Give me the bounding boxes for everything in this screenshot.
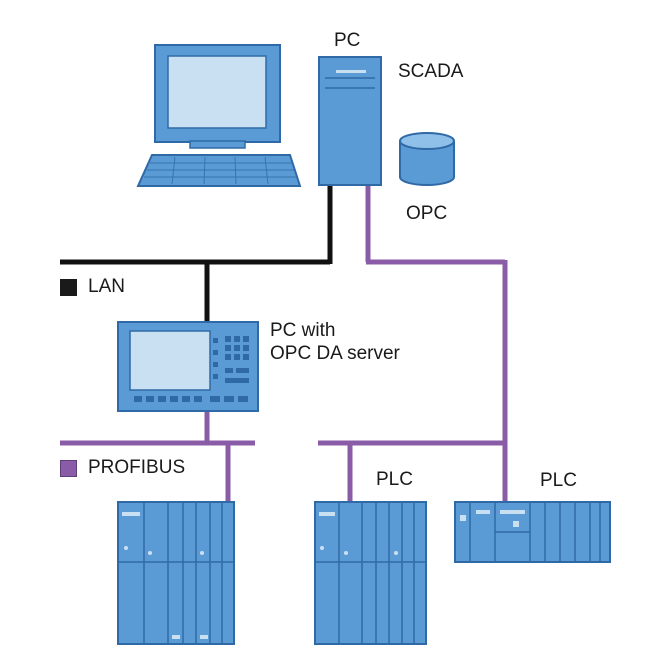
lan-lines [60,185,333,322]
plc-rack-icon [117,501,235,645]
lan-label: LAN [88,276,125,297]
profibus-lines [60,185,508,504]
plc-right-label: PLC [540,470,577,491]
pc-with-label: PC with [270,320,336,341]
profibus-label: PROFIBUS [88,457,186,478]
database-icon [399,132,455,186]
plc-middle-label: PLC [376,469,413,490]
panel-pc-icon [117,321,259,412]
opc-da-server-label: OPC DA server [270,343,400,364]
keyboard-icon [136,154,302,187]
lan-legend-square [60,279,77,296]
plc-rack-icon [314,501,427,645]
pc-label: PC [334,30,361,51]
opc-label: OPC [406,203,448,224]
profibus-legend-square [60,460,77,477]
scada-label: SCADA [398,61,464,82]
monitor-icon [154,44,281,149]
plc-rack-icon [454,501,611,563]
pc-tower-icon [318,56,382,186]
